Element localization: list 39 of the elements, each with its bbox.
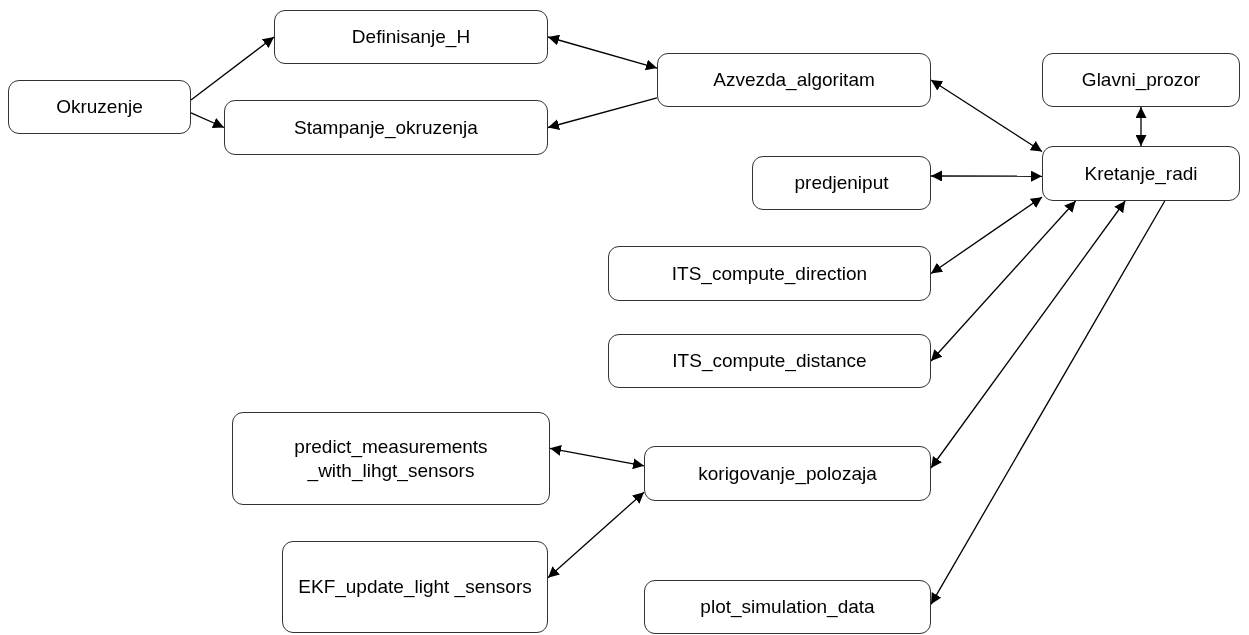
box-label: Stampanje_okruzenja [293,115,479,140]
arrow [1135,106,1147,147]
box-label: ITS_compute_distance [671,349,868,373]
arrow [930,79,1043,153]
box-label: Glavni_prozor [1080,68,1202,92]
process-box [224,100,548,155]
process-box [644,446,931,501]
box-label: EKF_update_light _sensors [297,575,533,599]
arrow [190,112,225,129]
process-box [1042,146,1240,201]
arrow [930,196,1043,275]
process-box [232,412,550,505]
arrow [547,491,645,579]
process-box [608,334,931,388]
box-label: Kretanje_radi [1083,161,1199,186]
box-label: plot_simulation_data [699,595,876,619]
process-box [657,53,931,107]
box-label: ITS_compute_direction [670,261,869,286]
box-label: Okruzenje [55,95,144,119]
arrow [549,444,645,470]
arrow [190,36,275,101]
box-label: predict_measurements _with_lihgt_sensors [293,434,489,483]
arrow [930,170,1043,182]
box-label: korigovanje_polozaja [697,461,878,486]
box-label: Azvezda_algoritam [712,68,876,92]
process-box [274,10,548,64]
arrow [930,200,1166,605]
arrow [547,34,658,71]
box-label: predjeniput [793,171,890,195]
arrow [930,200,1126,469]
arrow [547,97,658,130]
process-box [1042,53,1240,107]
process-box [752,156,931,210]
arrow [930,200,1077,362]
process-box [282,541,548,633]
process-box [644,580,931,634]
process-box [8,80,191,134]
process-box [608,246,931,301]
box-label: Definisanje_H [350,25,472,49]
